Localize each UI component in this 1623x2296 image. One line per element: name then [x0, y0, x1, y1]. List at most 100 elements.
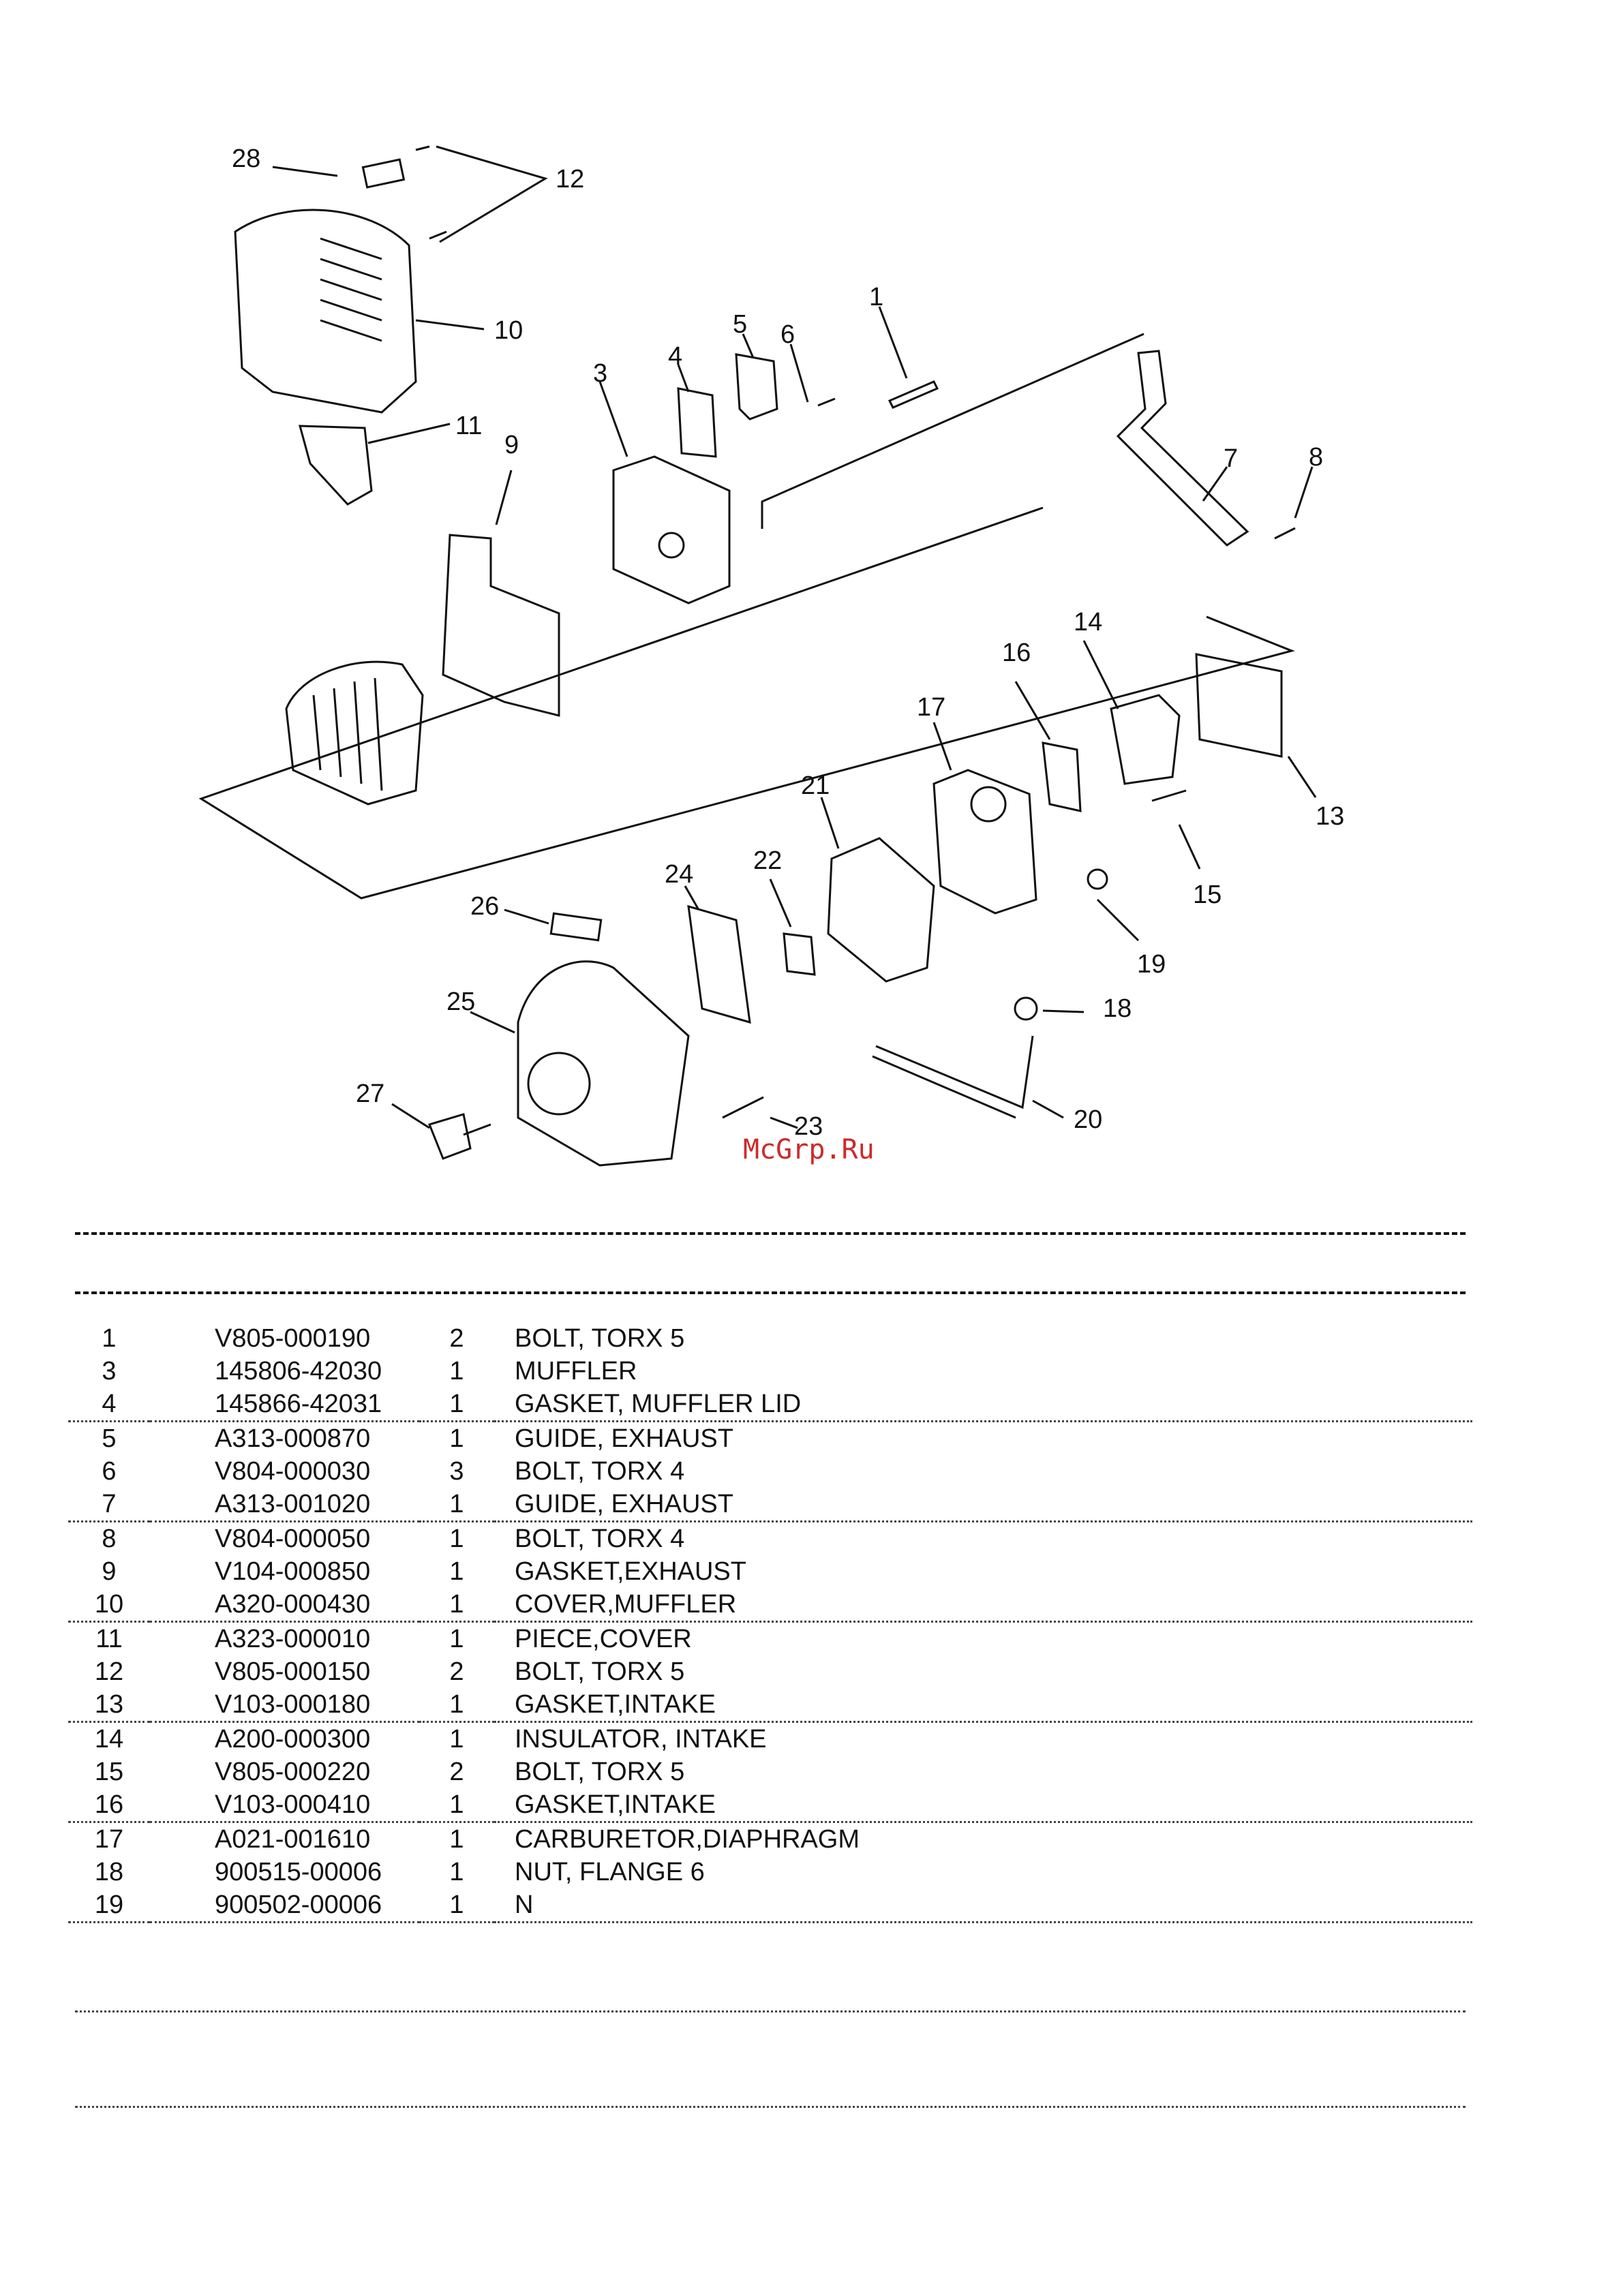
cover-label-part — [549, 912, 603, 942]
callout-4: 4 — [668, 342, 682, 371]
part-ref-number: 9 — [102, 1557, 117, 1586]
air-cleaner-gasket-part — [783, 932, 816, 976]
callout-20: 20 — [1074, 1105, 1102, 1134]
dotted-separator — [75, 2010, 1466, 2012]
fuel-line-part — [872, 1035, 1034, 1119]
part-number: V804-000030 — [215, 1457, 371, 1486]
exhaust-guide-part — [735, 353, 778, 420]
part-description: PIECE,COVER — [515, 1625, 692, 1653]
part-number: V804-000050 — [215, 1525, 371, 1553]
callout-10: 10 — [494, 316, 523, 345]
callout-22: 22 — [753, 846, 782, 875]
leader-lines — [272, 145, 1317, 1129]
air-filter-part — [687, 904, 751, 1024]
muffler-group-outline — [761, 333, 1144, 529]
part-quantity: 1 — [419, 1788, 494, 1823]
part-number: V104-000850 — [215, 1557, 371, 1586]
callout-6: 6 — [780, 320, 795, 349]
part-quantity: 1 — [419, 1488, 494, 1522]
part-ref-number: 13 — [68, 1688, 150, 1723]
part-ref-number: 6 — [102, 1457, 117, 1486]
part-number: A323-000010 — [215, 1625, 371, 1653]
primer-bulb — [970, 786, 1007, 823]
part-description: GASKET,INTAKE — [494, 1788, 1472, 1823]
part-ref-number: 16 — [68, 1788, 150, 1823]
watermark: McGrp.Ru — [743, 1134, 875, 1165]
part-ref-number: 11 — [95, 1625, 123, 1653]
part-ref-number: 5 — [102, 1424, 117, 1453]
part-description: INSULATOR, INTAKE — [515, 1725, 767, 1754]
callout-23: 23 — [794, 1112, 823, 1141]
callout-16: 16 — [1002, 639, 1031, 667]
part-number: 900515-00006 — [215, 1858, 382, 1886]
part-ref-number: 8 — [102, 1525, 117, 1553]
dashed-rule-top — [75, 1232, 1466, 1235]
carburetor-part — [932, 769, 1037, 915]
part-quantity: 3 — [449, 1457, 464, 1486]
part-description: NUT, FLANGE 6 — [515, 1858, 705, 1886]
callout-17: 17 — [917, 693, 945, 722]
parts-row: 3 145806-42030 1 MUFFLER — [68, 1355, 1472, 1388]
nut-part — [1087, 868, 1108, 890]
dotted-separator — [75, 2106, 1466, 2108]
callout-1: 1 — [869, 283, 883, 311]
part-number: V103-000410 — [150, 1788, 419, 1823]
part-number: 145866-42031 — [150, 1388, 419, 1422]
part-description: N — [494, 1888, 1472, 1923]
intake-insulator-part — [1110, 694, 1181, 785]
muffler-lid-gasket-part — [677, 387, 717, 458]
callout-7: 7 — [1224, 444, 1238, 473]
part-number: V805-000150 — [215, 1657, 371, 1686]
cylinder-part — [285, 660, 424, 806]
muffler-port — [658, 532, 685, 559]
part-quantity: 1 — [449, 1725, 464, 1754]
callout-27: 27 — [356, 1080, 384, 1108]
part-ref-number: 1 — [102, 1324, 117, 1353]
part-ref-number: 18 — [94, 1858, 124, 1886]
muffler-part — [612, 455, 731, 604]
callout-19: 19 — [1137, 950, 1166, 979]
part-number: A320-000430 — [150, 1588, 419, 1623]
part-ref-number: 3 — [102, 1357, 117, 1386]
part-quantity: 1 — [449, 1424, 464, 1453]
callout-21: 21 — [801, 771, 830, 800]
part-description: GASKET, MUFFLER LID — [494, 1388, 1472, 1422]
part-ref-number: 19 — [68, 1888, 150, 1923]
part-number: 145806-42030 — [215, 1357, 382, 1386]
callout-24: 24 — [665, 860, 693, 889]
callout-15: 15 — [1193, 881, 1222, 909]
intake-gasket-part — [1195, 653, 1283, 758]
part-ref-number: 15 — [94, 1758, 124, 1786]
part-description: GASKET,INTAKE — [494, 1688, 1472, 1723]
part-quantity: 1 — [419, 1888, 494, 1923]
callout-18: 18 — [1103, 994, 1132, 1023]
air-cleaner-body-part — [827, 837, 935, 983]
part-number: A021-001610 — [215, 1825, 371, 1854]
part-description: BOLT, TORX 4 — [515, 1457, 685, 1486]
carb-gasket-part — [1042, 741, 1082, 812]
part-description: GUIDE, EXHAUST — [515, 1424, 733, 1453]
part-quantity: 1 — [449, 1357, 464, 1386]
callout-28: 28 — [232, 144, 260, 173]
exploded-parts-diagram: 28 12 10 11 9 3 4 5 6 1 7 8 14 16 17 13 … — [198, 144, 1344, 1167]
cylinder-group-outline — [198, 506, 1295, 900]
part-ref-number: 10 — [68, 1588, 150, 1623]
callout-5: 5 — [733, 310, 747, 339]
bolt-parts — [415, 145, 1296, 1136]
part-description: MUFFLER — [515, 1357, 637, 1386]
part-description: GUIDE, EXHAUST — [494, 1488, 1472, 1522]
flange-nut-part — [1014, 996, 1038, 1021]
exhaust-pipe-part — [1116, 350, 1249, 547]
